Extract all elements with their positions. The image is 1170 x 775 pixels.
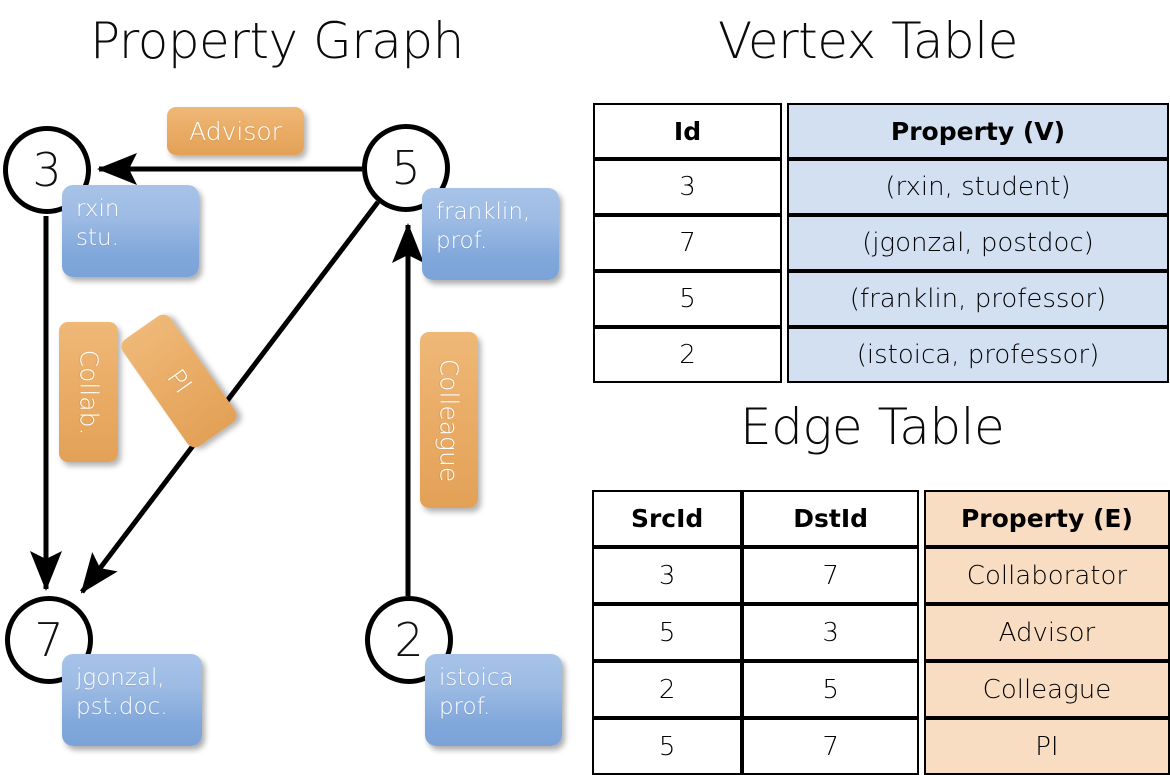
table-row: 3 7 Collaborator bbox=[592, 547, 1170, 604]
vertex-node-2[interactable]: 2 bbox=[365, 596, 453, 684]
table-header-row: Id Property (V) bbox=[593, 103, 1169, 159]
vertex-row-1-id: 7 bbox=[593, 215, 782, 271]
vertex-property-rxin-line1: rxin bbox=[76, 196, 120, 222]
vertex-property-istoica-line1: istoica bbox=[439, 665, 514, 691]
edge-row-0-dst: 7 bbox=[742, 547, 919, 604]
vertex-property-box-franklin[interactable]: franklin, prof. bbox=[422, 188, 559, 280]
edge-label-box-advisor[interactable]: Advisor bbox=[167, 107, 304, 155]
vertex-property-jgonzal-line1: jgonzal, bbox=[76, 665, 165, 691]
vertex-property-box-istoica[interactable]: istoica prof. bbox=[425, 654, 562, 746]
table-row: 3 (rxin, student) bbox=[593, 159, 1169, 215]
edge-row-2-dst: 5 bbox=[742, 661, 919, 718]
table-row: 2 5 Colleague bbox=[592, 661, 1170, 718]
edge-row-1-property: Advisor bbox=[923, 604, 1170, 661]
edge-row-0-property: Collaborator bbox=[923, 547, 1170, 604]
edge-line-pi bbox=[80, 200, 380, 594]
vertex-property-box-rxin[interactable]: rxin stu. bbox=[62, 185, 199, 277]
vertex-node-3-label: 3 bbox=[32, 143, 62, 197]
table-row: 5 7 PI bbox=[592, 718, 1170, 775]
edge-row-3-property: PI bbox=[923, 718, 1170, 775]
vertex-table: Id Property (V) 3 (rxin, student) 7 (jgo… bbox=[593, 103, 1169, 383]
vertex-row-0-property: (rxin, student) bbox=[787, 159, 1169, 215]
edge-row-2-src: 2 bbox=[592, 661, 743, 718]
edge-row-0-src: 3 bbox=[592, 547, 743, 604]
vertex-table-header-property: Property (V) bbox=[787, 103, 1169, 159]
vertex-row-1-property: (jgonzal, postdoc) bbox=[787, 215, 1169, 271]
edge-table-header-dstid: DstId bbox=[742, 490, 919, 547]
edge-label-advisor: Advisor bbox=[189, 116, 282, 146]
vertex-property-box-jgonzal[interactable]: jgonzal, pst.doc. bbox=[62, 654, 202, 746]
edge-table-header-srcid: SrcId bbox=[592, 490, 743, 547]
page-title-property-graph: Property Graph bbox=[90, 12, 464, 70]
vertex-property-franklin-line1: franklin, bbox=[436, 199, 531, 225]
table-row: 5 (franklin, professor) bbox=[593, 271, 1169, 327]
edge-row-1-src: 5 bbox=[592, 604, 743, 661]
edge-label-box-collab[interactable]: Collab. bbox=[59, 322, 118, 462]
edge-label-collab: Collab. bbox=[74, 349, 103, 435]
property-graph-diagram: 3 5 7 2 rxin stu. franklin, prof. jgonza… bbox=[0, 0, 585, 760]
vertex-node-7-label: 7 bbox=[34, 613, 64, 667]
vertex-property-istoica-line2: prof. bbox=[439, 694, 491, 721]
table-row: 2 (istoica, professor) bbox=[593, 327, 1169, 383]
vertex-node-2-label: 2 bbox=[394, 613, 424, 667]
vertex-row-2-property: (franklin, professor) bbox=[787, 271, 1169, 327]
edge-row-2-property: Colleague bbox=[923, 661, 1170, 718]
edge-row-3-dst: 7 bbox=[742, 718, 919, 775]
vertex-property-rxin-line2: stu. bbox=[76, 225, 119, 252]
vertex-property-franklin-line2: prof. bbox=[436, 228, 488, 255]
graph-edge-lines bbox=[30, 153, 424, 596]
table-row: 7 (jgonzal, postdoc) bbox=[593, 215, 1169, 271]
vertex-row-3-id: 2 bbox=[593, 327, 782, 383]
edge-table: SrcId DstId Property (E) 3 7 Collaborato… bbox=[592, 490, 1170, 775]
vertex-row-2-id: 5 bbox=[593, 271, 782, 327]
table-header-row: SrcId DstId Property (E) bbox=[592, 490, 1170, 547]
edge-table-header-property: Property (E) bbox=[923, 490, 1170, 547]
edge-label-pi: PI bbox=[160, 363, 198, 399]
edge-label-box-colleague[interactable]: Colleague bbox=[420, 332, 478, 508]
vertex-row-0-id: 3 bbox=[593, 159, 782, 215]
vertex-node-5[interactable]: 5 bbox=[362, 124, 450, 212]
vertex-property-jgonzal-line2: pst.doc. bbox=[76, 694, 168, 721]
page-title-vertex-table: Vertex Table bbox=[718, 12, 1018, 70]
table-row: 5 3 Advisor bbox=[592, 604, 1170, 661]
edge-row-3-src: 5 bbox=[592, 718, 743, 775]
vertex-row-3-property: (istoica, professor) bbox=[787, 327, 1169, 383]
edge-label-colleague: Colleague bbox=[434, 358, 464, 482]
edge-row-1-dst: 3 bbox=[742, 604, 919, 661]
vertex-node-5-label: 5 bbox=[391, 141, 421, 195]
page-title-edge-table: Edge Table bbox=[740, 398, 1005, 456]
vertex-table-header-id: Id bbox=[593, 103, 782, 159]
